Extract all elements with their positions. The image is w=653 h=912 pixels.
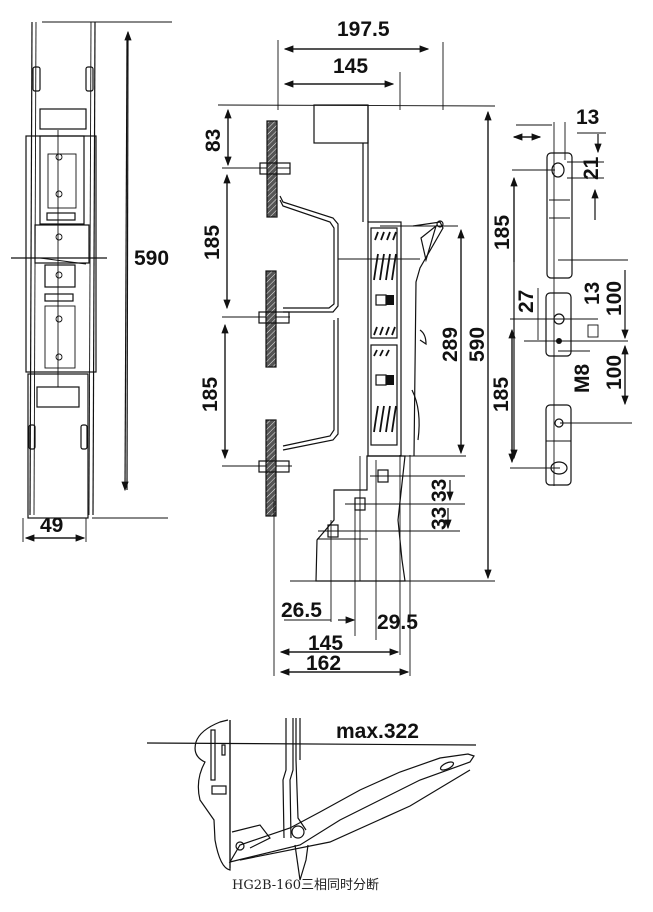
dim-29-5: 29.5 — [377, 611, 418, 634]
open-view: max.322 — [146, 718, 477, 881]
max-opening-label: max.322 — [336, 720, 419, 743]
dim-185-terminal-a: 185 — [491, 215, 514, 250]
dim-21: 21 — [580, 156, 603, 180]
front-width-label: 49 — [40, 514, 63, 537]
side-view: 197.5 145 83 185 185 — [199, 18, 496, 676]
dim-100-upper: 100 — [603, 281, 626, 316]
terminal-view: 13 21 185 27 13 100 M8 100 — [490, 106, 632, 486]
dim-13-mid: 13 — [581, 282, 604, 305]
dim-185-b: 185 — [199, 377, 222, 412]
dim-185-a: 185 — [201, 225, 224, 260]
dim-33-lower: 33 — [428, 507, 451, 530]
dim-145-bottom: 145 — [308, 632, 343, 655]
dim-289: 289 — [439, 327, 462, 362]
front-view: 590 49 — [11, 21, 172, 542]
dim-162: 162 — [306, 652, 341, 675]
dim-185-terminal-b: 185 — [490, 377, 513, 412]
figure-caption: HG2B-160三相同时分断 — [232, 878, 379, 893]
dim-145-top: 145 — [333, 55, 368, 78]
dim-33-upper: 33 — [428, 479, 451, 502]
dim-13-top: 13 — [576, 106, 599, 129]
dim-197-5: 197.5 — [337, 18, 390, 41]
dim-m8: M8 — [571, 364, 594, 393]
dim-590-side: 590 — [466, 327, 489, 362]
dim-26-5: 26.5 — [281, 599, 322, 622]
dim-100-lower: 100 — [603, 355, 626, 390]
front-height-label: 590 — [134, 247, 169, 270]
dim-27: 27 — [515, 290, 538, 313]
dim-83: 83 — [202, 129, 225, 152]
